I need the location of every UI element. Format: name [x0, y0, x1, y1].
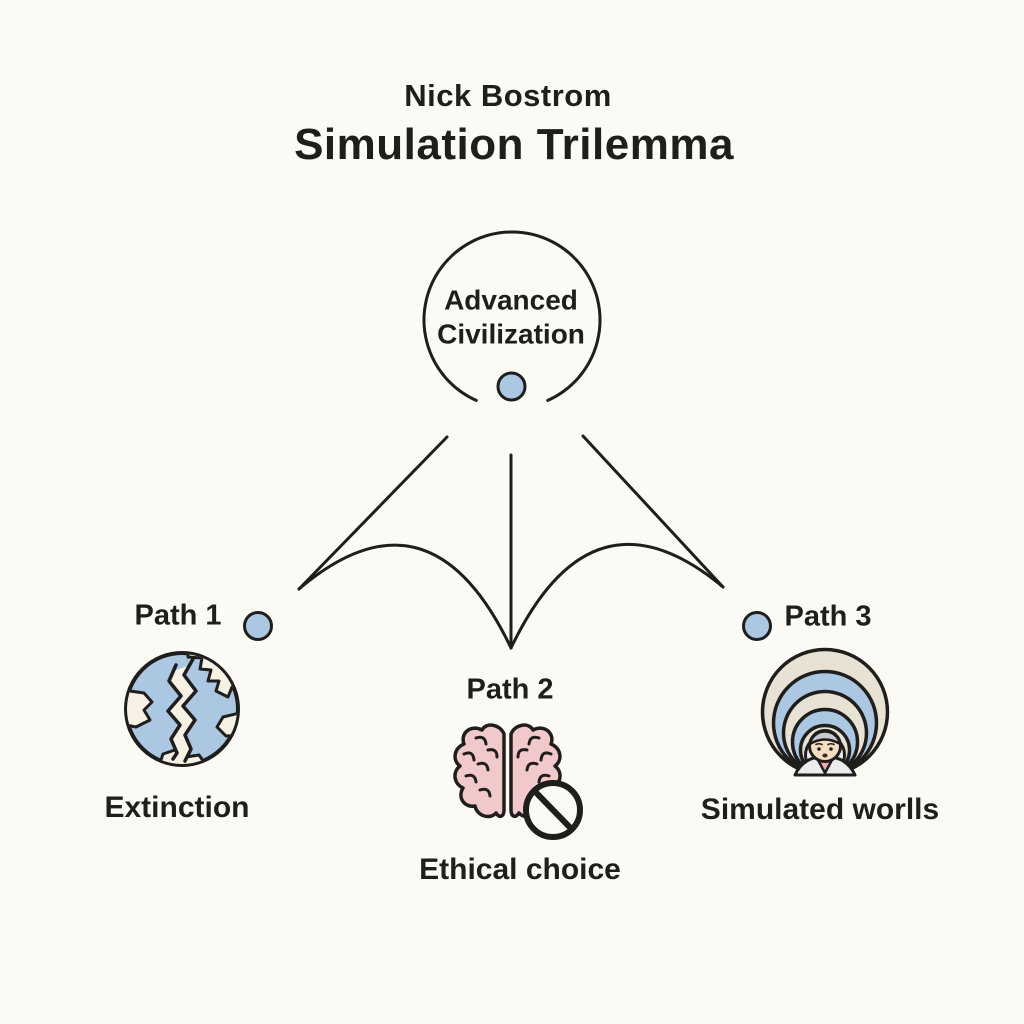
path-1-label: Path 1: [134, 599, 222, 632]
continent-right: [215, 709, 237, 738]
crack-line-right: [181, 657, 198, 763]
person-eye-left: [817, 747, 821, 751]
branch-curve-right: [509, 542, 725, 650]
crack-line-left: [166, 663, 183, 761]
person-eye-right: [829, 747, 833, 751]
author-title: Nick Bostrom: [404, 78, 612, 113]
simulated-worlds-label: Simulated worlls: [700, 793, 940, 826]
extinction-label: Extinction: [104, 791, 250, 824]
root-node-label-line1: Advanced: [444, 284, 578, 316]
person-hair: [808, 730, 842, 746]
continent-bottom: [154, 747, 208, 764]
person-brow-left: [815, 742, 823, 746]
branch-curve-left: [297, 543, 513, 650]
branch-line-left: [297, 435, 449, 591]
branch-line-right: [581, 434, 725, 589]
cracked-earth-globe-icon: [124, 651, 240, 767]
person-mouth: [822, 753, 828, 758]
path-2-label: Path 2: [466, 673, 554, 706]
diagram-title: Simulation Trilemma: [294, 120, 734, 169]
path-3-label: Path 3: [784, 600, 872, 633]
nested-simulation-rings-person-icon: [760, 647, 890, 777]
continent-left: [127, 687, 154, 729]
brain-prohibition-icon: [453, 723, 583, 840]
brain-left-hemisphere: [453, 723, 506, 819]
person-brow-right: [827, 742, 835, 746]
person-figure: [793, 729, 857, 777]
crack-band: [168, 665, 196, 763]
prohibition-sign: [523, 780, 583, 840]
ethical-choice-label: Ethical choice: [419, 853, 621, 886]
root-node-label-line2: Civilization: [437, 318, 585, 349]
path-1-dot: [243, 611, 273, 641]
path-3-dot: [742, 611, 772, 641]
root-node-circle: [422, 230, 602, 402]
root-node-dot: [496, 371, 527, 402]
root-node-label: Advanced Civilization: [437, 283, 585, 350]
